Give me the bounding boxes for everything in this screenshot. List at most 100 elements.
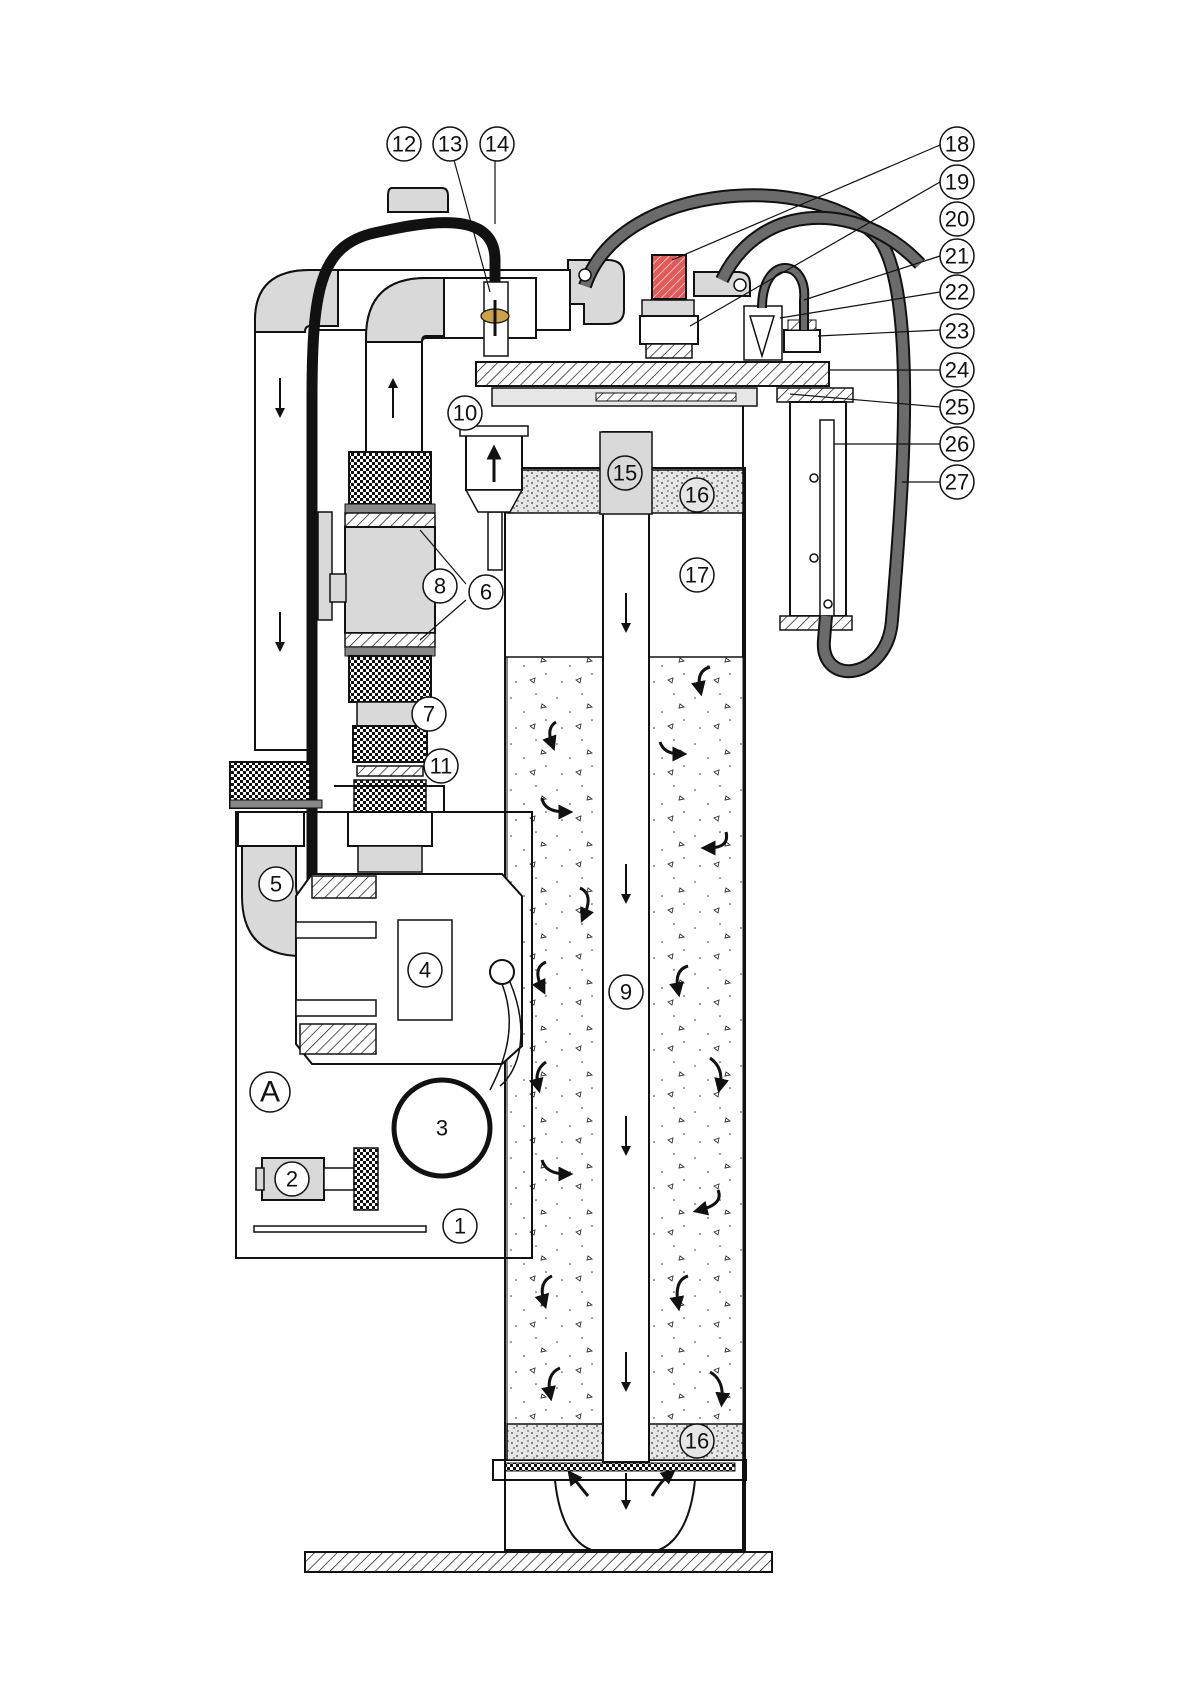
callout-26: 26 — [940, 427, 974, 461]
venturi-thread-top — [345, 513, 435, 527]
callout-15: 15 — [608, 456, 642, 490]
callout-A: A — [250, 1072, 290, 1112]
pump-outlet — [358, 846, 422, 872]
svg-text:15: 15 — [613, 461, 637, 486]
svg-text:A: A — [260, 1076, 280, 1109]
part-2-pin — [256, 1168, 264, 1190]
callout-20: 20 — [940, 202, 974, 236]
pump-top-hatch — [312, 876, 376, 898]
svg-text:7: 7 — [423, 702, 435, 727]
central-downpipe — [603, 432, 649, 1462]
side-bracket — [777, 388, 853, 402]
hex-nut-pump — [348, 812, 432, 846]
svg-text:17: 17 — [685, 563, 709, 588]
union-nut-bottom — [349, 656, 431, 702]
svg-text:18: 18 — [945, 132, 969, 157]
svg-text:24: 24 — [945, 358, 969, 383]
part-2-shaft — [324, 1168, 354, 1190]
svg-text:9: 9 — [620, 980, 632, 1005]
callout-4: 4 — [408, 953, 442, 987]
sensor-nut — [640, 316, 698, 344]
svg-text:22: 22 — [945, 280, 969, 305]
callout-27: 27 — [940, 465, 974, 499]
callout-5: 5 — [259, 867, 293, 901]
pump-motor-band-1 — [296, 922, 376, 938]
svg-text:2: 2 — [286, 1167, 298, 1192]
callout-2: 2 — [275, 1162, 309, 1196]
level-mark-1 — [810, 474, 818, 482]
lid-seal-hatch — [596, 393, 736, 401]
callout-6: 6 — [469, 575, 503, 609]
svg-text:16: 16 — [685, 483, 709, 508]
return-union-ring — [230, 800, 322, 808]
svg-text:23: 23 — [945, 319, 969, 344]
svg-text:11: 11 — [430, 754, 453, 779]
pump-motor-band-2 — [296, 1000, 376, 1016]
pump-mount-plate — [318, 512, 332, 620]
callout-9: 9 — [609, 975, 643, 1009]
callout-3: 3 — [425, 1111, 459, 1145]
thread-11 — [354, 780, 426, 812]
base-plate — [305, 1552, 772, 1572]
level-base — [780, 616, 852, 630]
sensor-body — [642, 300, 694, 316]
venturi-body — [345, 527, 435, 633]
callout-8: 8 — [423, 569, 457, 603]
pump-bottom-hatch — [300, 1024, 376, 1054]
hose-end-right — [734, 279, 746, 291]
level-float-rod — [820, 420, 834, 616]
callout-12: 12 — [387, 127, 421, 161]
svg-text:10: 10 — [453, 401, 477, 426]
part-2-knob — [354, 1148, 378, 1210]
callout-19: 19 — [940, 165, 974, 199]
level-mark-2 — [810, 554, 818, 562]
top-lid — [476, 362, 829, 386]
union-ring-top — [345, 504, 435, 513]
svg-text:20: 20 — [945, 207, 969, 232]
svg-text:27: 27 — [945, 470, 969, 495]
svg-text:4: 4 — [419, 958, 431, 983]
svg-text:6: 6 — [480, 580, 492, 605]
svg-text:19: 19 — [945, 170, 969, 195]
check-valve-stem — [488, 512, 502, 570]
return-hex-nut — [238, 812, 304, 846]
callout-22: 22 — [940, 275, 974, 309]
callout-1: 1 — [443, 1209, 477, 1243]
pump-cable-gland — [490, 960, 514, 984]
cap-12 — [388, 188, 448, 212]
venturi-thread-bottom — [345, 633, 435, 647]
strip-1 — [254, 1226, 426, 1232]
union-nut-top — [349, 452, 431, 504]
bottom-sieve — [505, 1463, 735, 1471]
hose-end-left — [579, 269, 591, 281]
svg-text:5: 5 — [270, 872, 282, 897]
union-ring-bottom — [345, 647, 435, 656]
callout-16-bottom: 16 — [680, 1424, 714, 1458]
callout-14: 14 — [480, 127, 514, 161]
sensor-thread — [646, 344, 692, 358]
callout-13: 13 — [433, 127, 467, 161]
callout-23: 23 — [940, 314, 974, 348]
svg-text:26: 26 — [945, 432, 969, 457]
callout-11: 11 — [424, 749, 458, 783]
svg-text:13: 13 — [438, 132, 462, 157]
svg-text:14: 14 — [485, 132, 509, 157]
svg-text:8: 8 — [434, 574, 446, 599]
svg-text:21: 21 — [945, 244, 969, 269]
level-mark-3 — [824, 600, 832, 608]
callout-16-top: 16 — [680, 478, 714, 512]
callout-7: 7 — [412, 697, 446, 731]
callout-25: 25 — [940, 390, 974, 424]
callout-21: 21 — [940, 239, 974, 273]
svg-text:12: 12 — [392, 132, 416, 157]
svg-text:25: 25 — [945, 395, 969, 420]
union-nut-11 — [353, 726, 427, 762]
vent-nut — [784, 330, 820, 352]
red-sensor-cap — [652, 255, 686, 299]
level-tube — [790, 402, 846, 616]
svg-text:16: 16 — [685, 1429, 709, 1454]
callout-24: 24 — [940, 353, 974, 387]
callout-17: 17 — [680, 558, 714, 592]
svg-text:1: 1 — [454, 1214, 466, 1239]
